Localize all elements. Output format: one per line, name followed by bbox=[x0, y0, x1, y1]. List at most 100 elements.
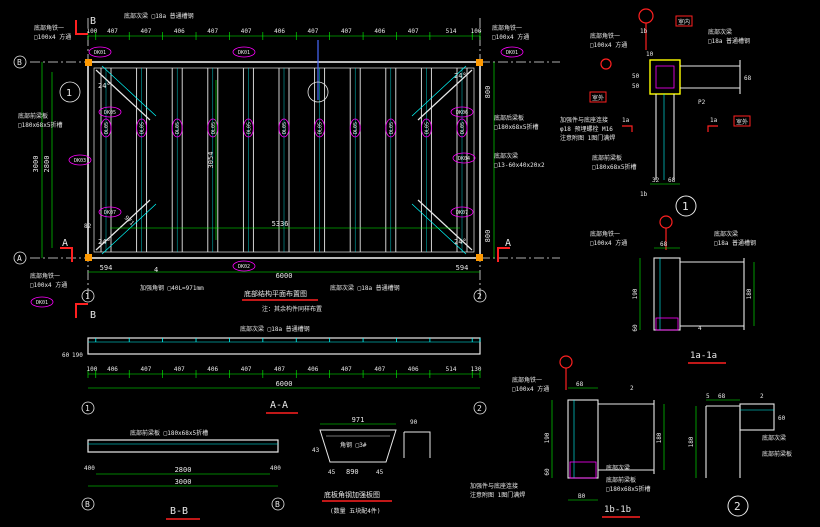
detail-dim: 10 bbox=[646, 51, 654, 58]
aa-dim: 407 bbox=[341, 366, 352, 373]
beam-tag bbox=[420, 118, 432, 138]
aa-dim: 407 bbox=[374, 366, 385, 373]
stiffener-shape bbox=[319, 429, 397, 463]
note-text: □180x68x5折槽 bbox=[18, 121, 63, 129]
section-bubble bbox=[600, 58, 612, 70]
tag-label: DK07 bbox=[104, 210, 116, 216]
section-marker bbox=[75, 303, 88, 318]
total-dim: 6000 bbox=[276, 380, 293, 388]
note-text: □13-60x40x20x2 bbox=[494, 162, 545, 169]
detail-dim: 60 bbox=[544, 468, 551, 476]
section-bb-beam bbox=[87, 439, 279, 453]
section-label: 1a bbox=[710, 117, 718, 124]
column-inner bbox=[655, 65, 675, 89]
section-note: 底部次梁 □18a 普通槽钢 bbox=[240, 325, 310, 333]
tag-ellipse bbox=[98, 206, 122, 218]
stiffener-dim: 43 bbox=[312, 447, 320, 454]
angle-label: 24° bbox=[98, 238, 111, 246]
note-text: 注意附图 1图门满焊 bbox=[560, 134, 615, 142]
top-dim: 407 bbox=[241, 28, 252, 35]
tag-label: DK04 bbox=[458, 156, 470, 162]
corner-plate bbox=[85, 254, 92, 261]
tag-box-ext bbox=[733, 115, 751, 127]
detail-dim: 68 bbox=[718, 393, 726, 400]
detail-dim: 180 bbox=[656, 432, 663, 443]
detail-dim: 50 bbox=[632, 73, 640, 80]
detail-dim: 60 bbox=[778, 415, 786, 422]
bottom-dim: 6000 bbox=[276, 272, 293, 280]
bottom-dim: 594 bbox=[100, 264, 113, 272]
top-dim: 100 bbox=[86, 28, 97, 35]
detail-dim: 4 bbox=[698, 325, 702, 332]
section-marker bbox=[60, 247, 73, 262]
beam-tag bbox=[314, 118, 326, 138]
section-cut bbox=[707, 125, 718, 132]
beam-tag bbox=[136, 118, 148, 138]
detail-2: 5 68 2 180 60 底部次梁 底部前梁板 2 bbox=[688, 393, 792, 517]
detail-dim: 68 bbox=[744, 75, 752, 82]
top-dim: 406 bbox=[174, 28, 185, 35]
detail-marker bbox=[59, 81, 81, 103]
top-dim: 406 bbox=[274, 28, 285, 35]
tag-label: DK07 bbox=[456, 210, 468, 216]
axis-label: 1 bbox=[85, 404, 90, 413]
note-text: 底部前梁板 bbox=[606, 476, 636, 484]
axis-bubble bbox=[271, 497, 285, 511]
axis-label: B bbox=[275, 500, 280, 509]
tag-label: DK06 bbox=[456, 110, 468, 116]
note-text: 底部角铁一 bbox=[512, 376, 542, 384]
section-bb: 底部前梁板 □180x68x5折槽 400 400 2800 3000 B B … bbox=[81, 429, 285, 520]
angle-label: 24° bbox=[454, 72, 467, 80]
axis-label: A bbox=[17, 254, 22, 263]
stiffener-subtitle: (数量 五块配4件) bbox=[330, 507, 380, 515]
angle-label: 24° bbox=[454, 238, 467, 246]
note-text: □100x4 方通 bbox=[30, 281, 67, 289]
beam-label: DL05 bbox=[353, 122, 359, 134]
beam-tag bbox=[385, 118, 397, 138]
beam-tag bbox=[349, 118, 361, 138]
aa-dim: 407 bbox=[274, 366, 285, 373]
height-dim: 190 bbox=[72, 352, 83, 359]
tag-label: DK01 bbox=[94, 50, 106, 56]
right-dim: 800 bbox=[484, 86, 492, 99]
column-box bbox=[649, 59, 681, 95]
note-text: □100x4 方通 bbox=[492, 33, 529, 41]
tag-box-in bbox=[675, 15, 693, 27]
detail-number-circle bbox=[675, 195, 697, 217]
tag-text: 室外 bbox=[736, 118, 748, 126]
detail-dim: B0 bbox=[578, 493, 586, 500]
drawing-subtitle: 注：其余构件同样布置 bbox=[262, 305, 322, 313]
aa-dim: 130 bbox=[471, 366, 482, 373]
detail-dim: 50 bbox=[632, 83, 640, 90]
stiffener-profile bbox=[403, 431, 431, 458]
axis-bubble bbox=[81, 289, 95, 303]
tag-text: 室内 bbox=[678, 18, 690, 26]
corner-plate bbox=[476, 254, 483, 261]
detail-marker bbox=[307, 81, 329, 103]
note-text: □100x4 方通 bbox=[512, 385, 549, 393]
brace-line bbox=[95, 199, 151, 251]
beam-label: DL05 bbox=[246, 122, 252, 134]
note-text: □18a 普通槽钢 bbox=[708, 37, 750, 45]
beam-label: DL05 bbox=[140, 122, 146, 134]
note-text: 加强件与底座连接 bbox=[560, 116, 608, 124]
aa-dim: 514 bbox=[446, 366, 457, 373]
bottom-dim: 594 bbox=[456, 264, 469, 272]
section-label: 1b bbox=[640, 28, 648, 35]
beam-label: DL05 bbox=[460, 122, 466, 134]
note-text: □180x68x5折槽 bbox=[494, 123, 539, 131]
aa-dim: 407 bbox=[174, 366, 185, 373]
total-dim: 3000 bbox=[175, 478, 192, 486]
aa-dim: 406 bbox=[408, 366, 419, 373]
top-dim: 514 bbox=[446, 28, 457, 35]
base-plate bbox=[569, 461, 597, 479]
drawing-title: 底部结构平面布置图 bbox=[244, 289, 307, 298]
detail-1a: 68 190 60 180 4 底部角铁一 □100x4 方通 底部次梁 □18… bbox=[590, 215, 756, 364]
tag-label: DK05 bbox=[104, 110, 116, 116]
beam-tag bbox=[456, 118, 468, 138]
brace-line bbox=[417, 69, 473, 121]
stiffener-dim: 90 bbox=[410, 419, 418, 426]
detail-dim: 68 bbox=[668, 177, 676, 184]
